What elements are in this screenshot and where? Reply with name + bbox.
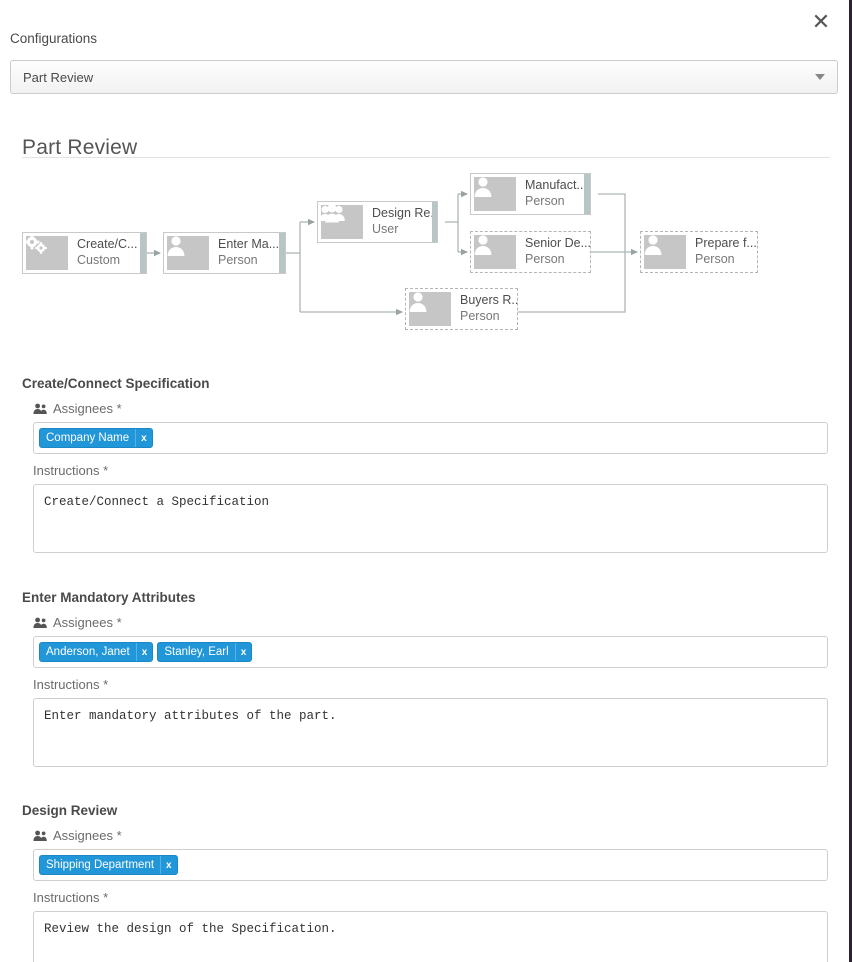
- assignees-label-text: Assignees *: [53, 828, 122, 843]
- node-title: Enter Ma...: [218, 237, 279, 252]
- assignee-chip-label: Anderson, Janet: [46, 646, 130, 658]
- workflow-node[interactable]: Create/C... Custom: [22, 232, 147, 274]
- remove-chip-icon[interactable]: x: [160, 856, 177, 874]
- configurations-label: Configurations: [10, 31, 98, 46]
- node-title: Buyers R...: [460, 293, 517, 308]
- close-icon[interactable]: ✕: [807, 8, 835, 36]
- assignees-label-text: Assignees *: [53, 401, 122, 416]
- page-title: Part Review: [22, 136, 138, 160]
- node-type: User: [372, 222, 399, 236]
- node-type: Person: [695, 252, 735, 266]
- person-icon: [409, 292, 451, 326]
- assignees-label: Assignees *: [33, 828, 849, 843]
- instructions-textarea[interactable]: [33, 911, 828, 962]
- assignee-chip[interactable]: Company Name x: [39, 428, 153, 448]
- node-type: Person: [218, 253, 258, 267]
- node-type: Custom: [77, 253, 121, 267]
- assignee-chip-label: Shipping Department: [46, 859, 155, 871]
- users-icon: [33, 617, 47, 629]
- assignees-label-text: Assignees *: [53, 615, 122, 630]
- workflow-node[interactable]: Design Re... User: [317, 201, 438, 243]
- node-type: Person: [460, 309, 500, 323]
- node-title: Design Re...: [372, 206, 432, 221]
- node-edge-bar: [139, 233, 146, 273]
- task-section: Design Review Assignees * Shipping Depar…: [0, 803, 849, 962]
- node-title: Prepare f...: [695, 236, 757, 251]
- workflow-connectors: [147, 190, 638, 316]
- users-icon: [319, 203, 363, 239]
- workflow-node[interactable]: Senior De... Person: [470, 231, 591, 273]
- person-icon: [474, 177, 516, 211]
- instructions-label: Instructions *: [33, 890, 109, 905]
- node-title: Senior De...: [525, 236, 590, 251]
- remove-chip-icon[interactable]: x: [135, 643, 153, 661]
- instructions-textarea[interactable]: [33, 484, 828, 553]
- assignees-label: Assignees *: [33, 615, 849, 630]
- instructions-label: Instructions *: [33, 677, 109, 692]
- remove-chip-icon[interactable]: x: [234, 643, 252, 661]
- title-divider: [22, 157, 830, 158]
- workflow-node[interactable]: Manufact... Person: [470, 173, 591, 215]
- person-icon: [644, 235, 686, 269]
- section-title: Create/Connect Specification: [22, 376, 210, 391]
- node-title: Create/C...: [77, 237, 138, 252]
- configuration-selected-value: Part Review: [23, 69, 94, 85]
- instructions-label: Instructions *: [33, 463, 109, 478]
- person-icon: [167, 236, 209, 270]
- remove-chip-icon[interactable]: x: [135, 429, 152, 447]
- task-section: Create/Connect Specification Assignees *…: [0, 376, 849, 553]
- assignee-chip[interactable]: Stanley, Earl x: [157, 642, 253, 662]
- node-type: Person: [525, 252, 565, 266]
- assignee-chip[interactable]: Anderson, Janet x: [39, 642, 154, 662]
- assignees-label: Assignees *: [33, 401, 849, 416]
- workflow-diagram: Create/C... Custom Enter Ma... Person: [0, 160, 849, 350]
- assignees-input[interactable]: Company Name x: [33, 422, 828, 454]
- gears-icon: [24, 234, 68, 270]
- assignee-chip-label: Company Name: [46, 432, 130, 444]
- node-title: Manufact...: [525, 178, 585, 193]
- users-icon: [33, 830, 47, 842]
- node-edge-bar: [584, 174, 590, 214]
- node-edge-bar: [278, 233, 285, 273]
- section-title: Design Review: [22, 803, 118, 818]
- assignees-input[interactable]: Anderson, Janet x Stanley, Earl x: [33, 636, 828, 668]
- person-icon: [474, 235, 516, 269]
- assignees-input[interactable]: Shipping Department x: [33, 849, 828, 881]
- assignee-chip-label: Stanley, Earl: [164, 646, 229, 658]
- workflow-node[interactable]: Buyers R... Person: [405, 288, 518, 330]
- users-icon: [33, 403, 47, 415]
- chevron-down-icon: [815, 74, 825, 80]
- section-title: Enter Mandatory Attributes: [22, 590, 196, 605]
- task-section: Enter Mandatory Attributes Assignees * A…: [0, 590, 849, 767]
- workflow-node[interactable]: Enter Ma... Person: [163, 232, 286, 274]
- configuration-select[interactable]: Part Review: [10, 60, 838, 94]
- assignee-chip[interactable]: Shipping Department x: [39, 855, 178, 875]
- workflow-node[interactable]: Prepare f... Person: [640, 231, 758, 273]
- node-edge-bar: [431, 202, 437, 242]
- node-type: Person: [525, 194, 565, 208]
- instructions-textarea[interactable]: [33, 698, 828, 767]
